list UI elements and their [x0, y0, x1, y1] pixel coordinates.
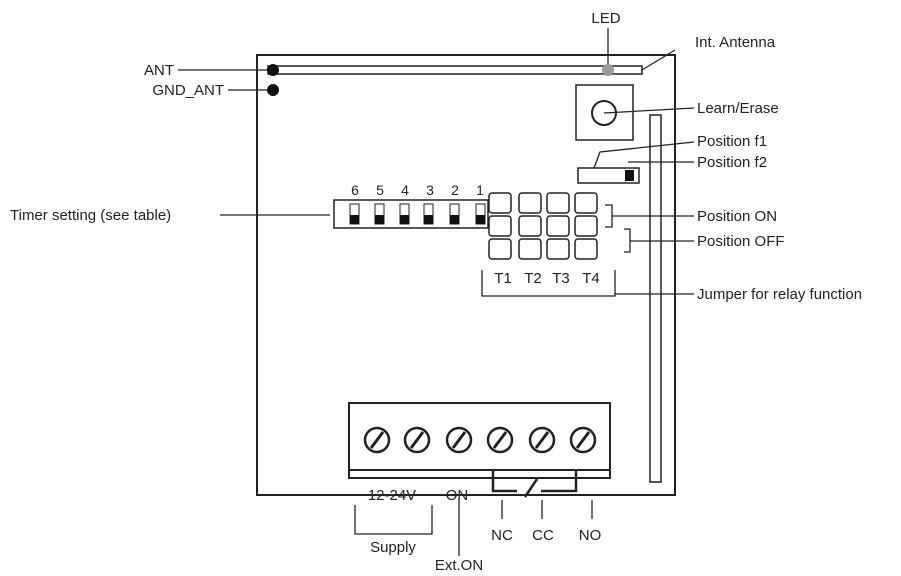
dip-number: 1: [476, 182, 484, 198]
dip-slot-lever: [476, 215, 485, 224]
jumper-pin: [546, 238, 570, 260]
ant-label: ANT: [144, 62, 174, 79]
ext-on-label: Ext.ON: [435, 557, 483, 574]
frequency-switch-knob: [625, 170, 634, 181]
jumper-label: T2: [524, 270, 542, 287]
terminal-screw: [363, 426, 391, 454]
dip-slot-lever: [400, 215, 409, 224]
learn-erase-leader: [603, 107, 695, 114]
terminal-screws: [363, 426, 597, 454]
dip-number: 6: [351, 182, 359, 198]
terminal-block: [348, 402, 611, 479]
jumper-pin: [546, 192, 570, 214]
gnd-ant-terminal-dot: [267, 84, 279, 96]
on-label: ON: [446, 487, 469, 504]
dip-number: 5: [376, 182, 384, 198]
int-antenna-label: Int. Antenna: [695, 34, 776, 51]
learn-erase-label: Learn/Erase: [697, 100, 779, 117]
position-f2-label: Position f2: [697, 154, 767, 171]
supply-label: Supply: [370, 539, 416, 556]
jumper-label: T1: [494, 270, 512, 287]
dip-number: 2: [451, 182, 459, 198]
frequency-switch: [577, 167, 640, 184]
jumper-label: T4: [582, 270, 600, 287]
jumper-pin: [546, 215, 570, 237]
ant-terminal-dot: [267, 64, 279, 76]
dip-slot-lever: [450, 215, 459, 224]
jumper-pin: [518, 192, 542, 214]
antenna-diagonal: [641, 49, 676, 71]
no-label: NO: [579, 527, 602, 544]
terminal-screw: [403, 426, 431, 454]
jumper-block: [488, 192, 598, 260]
led-label: LED: [591, 10, 620, 27]
position-on-label: Position ON: [697, 208, 777, 225]
jumper-pin: [518, 215, 542, 237]
dip-switch-slots: [349, 203, 486, 225]
terminal-screw: [569, 426, 597, 454]
dip-slot-lever: [375, 215, 384, 224]
jumper-bracket: [481, 270, 616, 297]
dip-switch: [333, 199, 489, 229]
side-antenna-trace: [649, 114, 662, 483]
gnd-ant-label: GND_ANT: [152, 82, 224, 99]
led-dot: [602, 64, 614, 76]
terminal-screw: [486, 426, 514, 454]
jumper-pin: [488, 215, 512, 237]
jumper-pin: [488, 192, 512, 214]
nc-label: NC: [491, 527, 513, 544]
dip-slot-lever: [350, 215, 359, 224]
relay-contact-symbol: [491, 470, 578, 498]
jumper-pin: [574, 238, 598, 260]
position-f1-label: Position f1: [697, 133, 767, 150]
jumper-pin: [518, 238, 542, 260]
timer-setting-label: Timer setting (see table): [10, 207, 171, 224]
terminal-screw: [445, 426, 473, 454]
jumper-pin: [574, 215, 598, 237]
supply-bracket: [354, 505, 433, 535]
dip-number: 4: [401, 182, 409, 198]
dip-number: 3: [426, 182, 434, 198]
position-f1-leader: [593, 141, 695, 169]
dip-slot-lever: [424, 215, 433, 224]
supply-voltage-label: 12-24V: [368, 487, 416, 504]
jumper-pin: [488, 238, 512, 260]
cc-label: CC: [532, 527, 554, 544]
jumper-pin: [574, 192, 598, 214]
position-off-label: Position OFF: [697, 233, 785, 250]
terminal-screw: [528, 426, 556, 454]
internal-antenna-trace: [267, 65, 643, 75]
jumper-label: T3: [552, 270, 570, 287]
jumper-relay-label: Jumper for relay function: [697, 286, 862, 303]
